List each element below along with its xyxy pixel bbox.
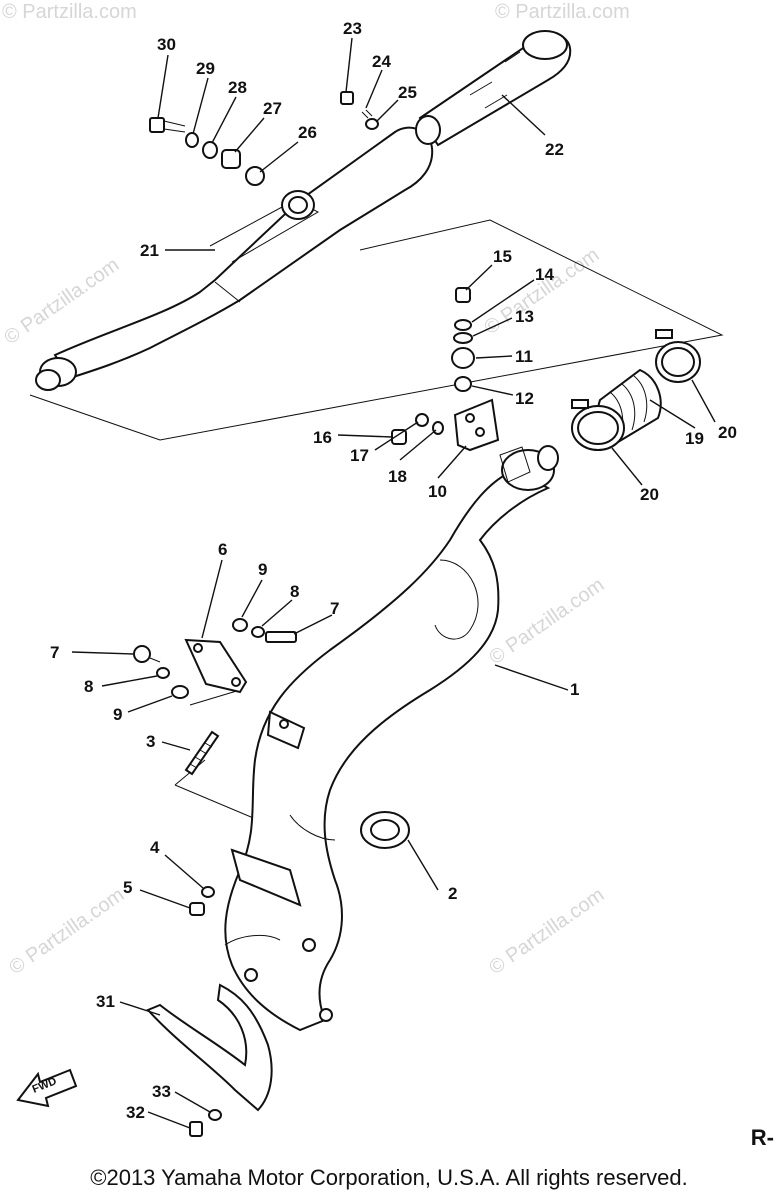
bracket-6	[133, 618, 306, 750]
watermark: © Partzilla.com	[495, 1, 630, 23]
callout-5: 5	[123, 878, 132, 897]
silencer-hardware	[149, 91, 379, 186]
assembly-outline	[29, 219, 724, 826]
callout-17: 17	[350, 446, 369, 465]
callout-14: 14	[535, 265, 554, 284]
callout-21: 21	[140, 241, 159, 260]
callout-6: 6	[218, 540, 227, 559]
callout-30: 30	[157, 35, 176, 54]
tail-pipe-22	[415, 30, 572, 147]
callout-15: 15	[493, 247, 512, 266]
callout-20a: 20	[640, 485, 659, 504]
callout-2: 2	[448, 884, 457, 903]
callout-7b: 7	[50, 643, 59, 662]
gasket-2	[360, 811, 410, 849]
watermark: © Partzilla.com	[5, 884, 128, 979]
callout-20b: 20	[718, 423, 737, 442]
callout-19: 19	[685, 429, 704, 448]
callout-23: 23	[343, 19, 362, 38]
stud-bolt-3	[184, 730, 220, 776]
callout-1: 1	[570, 680, 579, 699]
callout-28: 28	[228, 78, 247, 97]
callout-8a: 8	[290, 582, 299, 601]
protector-hardware	[189, 1109, 222, 1137]
callout-labels: 30 29 28 27 26 23 24 25 22 21 15 14 13 1…	[50, 19, 737, 1122]
callout-27: 27	[263, 99, 282, 118]
callout-9b: 9	[113, 705, 122, 724]
callout-24: 24	[372, 52, 391, 71]
callout-4: 4	[150, 838, 160, 857]
callout-10: 10	[428, 482, 447, 501]
exhaust-pipe-1	[224, 445, 559, 1032]
watermark: © Partzilla.com	[485, 884, 608, 979]
silencer-21	[35, 126, 434, 391]
joint-19-clamps-20	[571, 329, 701, 451]
callout-8b: 8	[84, 677, 93, 696]
page-code: R-	[750, 1125, 774, 1150]
fwd-arrow: FWD	[16, 1068, 78, 1108]
watermark: © Partzilla.com	[2, 1, 137, 23]
callout-3: 3	[146, 732, 155, 751]
callout-33: 33	[152, 1082, 171, 1101]
callout-16: 16	[313, 428, 332, 447]
callout-25: 25	[398, 83, 417, 102]
callout-9a: 9	[258, 560, 267, 579]
callout-32: 32	[126, 1103, 145, 1122]
callout-31: 31	[96, 992, 115, 1011]
callout-22: 22	[545, 140, 564, 159]
callout-11: 11	[515, 347, 533, 366]
bracket-group-10	[391, 287, 500, 452]
watermark: © Partzilla.com	[485, 574, 608, 669]
protector-31	[146, 983, 273, 1112]
flange-4-5	[189, 848, 302, 916]
callout-7a: 7	[330, 599, 339, 618]
leader-lines	[71, 37, 716, 1129]
callout-12: 12	[515, 389, 534, 408]
callout-13: 13	[515, 307, 534, 326]
copyright-notice: ©2013 Yamaha Motor Corporation, U.S.A. A…	[90, 1165, 688, 1190]
callout-18: 18	[388, 467, 407, 486]
callout-29: 29	[196, 59, 215, 78]
callout-26: 26	[298, 123, 317, 142]
